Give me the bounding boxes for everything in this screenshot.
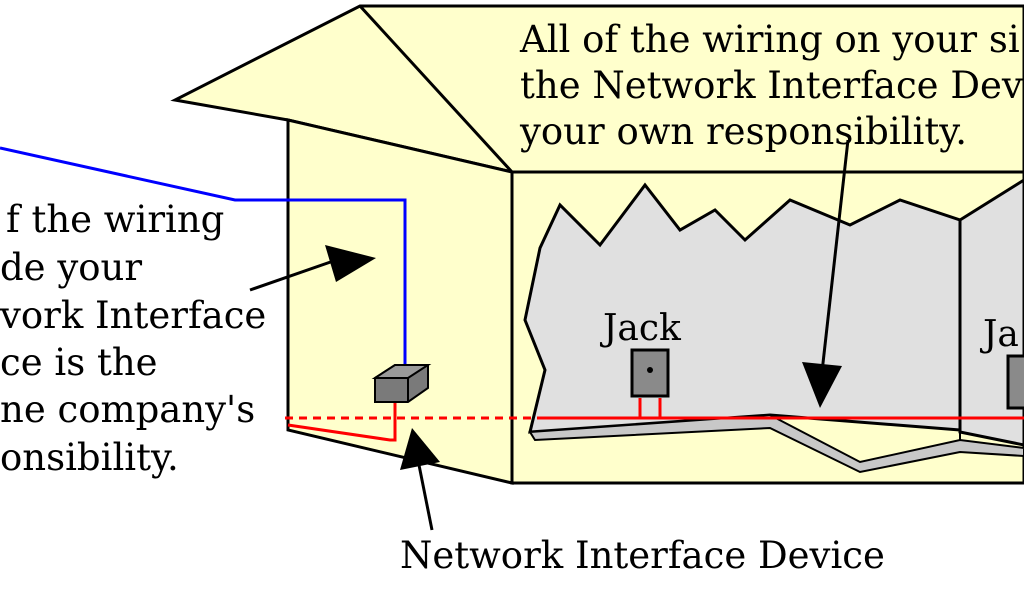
phone-jack-icon: [630, 348, 670, 398]
pointer-arrow-company-side: [249, 245, 376, 292]
jack-label: Ja: [979, 314, 1019, 355]
phone-company-wire: [0, 146, 407, 378]
jack-label: Jack: [599, 308, 682, 349]
pointer-arrow-nid: [400, 428, 440, 531]
customer-responsibility-caption: All of the wiring on your si the Network…: [519, 18, 1024, 153]
caption-line: your own responsibility.: [519, 110, 967, 153]
caption-line: ne company's: [0, 388, 255, 431]
caption-line: de your: [0, 246, 142, 289]
caption-line: f the wiring: [6, 198, 224, 241]
room-floor: [528, 413, 1024, 474]
caption-line: the Network Interface Devi: [520, 64, 1024, 107]
roof-gable-edge: [358, 4, 514, 174]
caption-line: onsibility.: [0, 436, 179, 479]
phone-jack-icon-2: [1006, 354, 1024, 410]
company-responsibility-caption: f the wiring de your vork Interface ce i…: [0, 198, 266, 479]
caption-line: vork Interface: [0, 294, 266, 337]
caption-line: ce is the: [0, 341, 158, 384]
house-wire-from-nid: [287, 398, 397, 442]
caption-line: All of the wiring on your si: [519, 18, 1020, 61]
nid-box-icon: [371, 364, 432, 403]
nid-caption: Network Interface Device: [400, 534, 885, 577]
pointer-arrow-customer-side: [802, 139, 850, 408]
